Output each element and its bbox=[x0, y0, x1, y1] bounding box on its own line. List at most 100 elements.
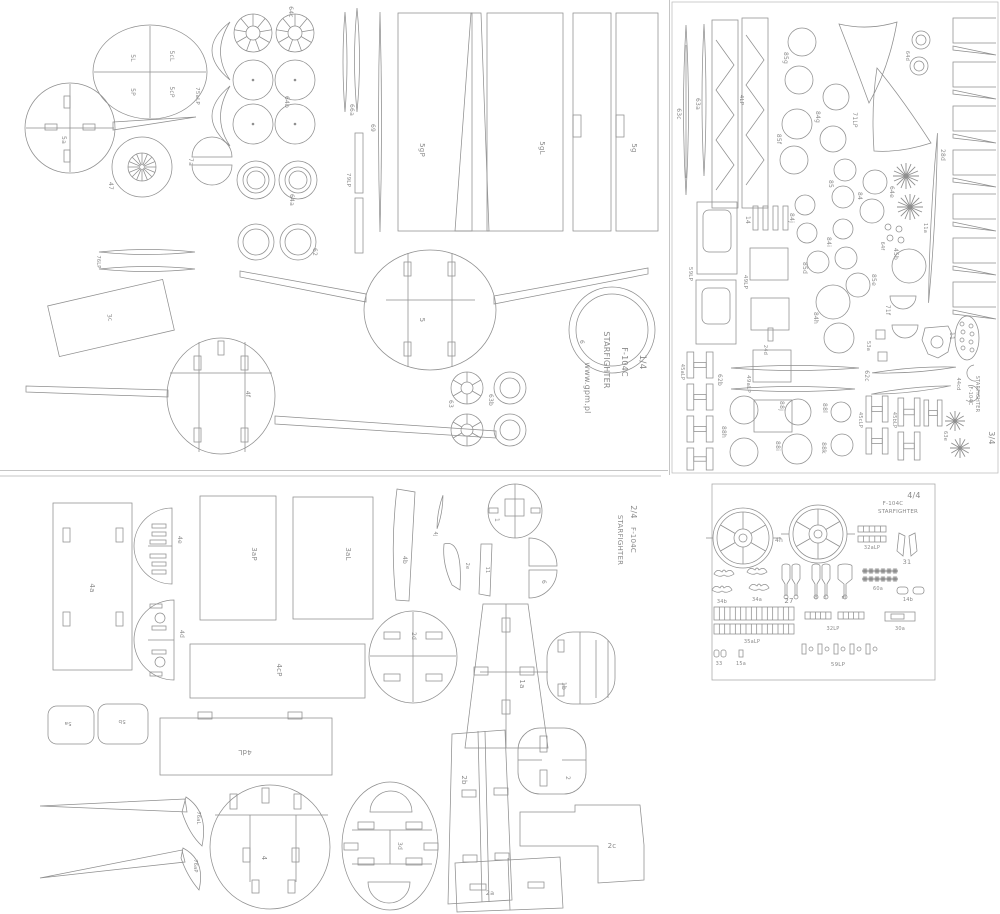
part-half bbox=[191, 136, 233, 158]
part-88i: 88i bbox=[774, 433, 813, 465]
svg-text:84: 84 bbox=[856, 192, 863, 200]
part-rect bbox=[701, 287, 731, 325]
part-poly bbox=[952, 133, 997, 144]
svg-text:64b: 64b bbox=[283, 96, 290, 108]
part-1a: 1a bbox=[464, 603, 549, 749]
part-rect bbox=[557, 639, 565, 653]
part-3aP: 3aP bbox=[199, 495, 277, 621]
part-88h: 88h bbox=[720, 426, 759, 467]
part-rect bbox=[504, 498, 525, 517]
part-rect bbox=[752, 205, 759, 231]
part-m: m bbox=[837, 563, 853, 601]
part-63b: 63b bbox=[487, 394, 527, 447]
part-4b: 4b bbox=[392, 488, 416, 602]
part-rect bbox=[151, 569, 167, 575]
svg-text:64d: 64d bbox=[904, 51, 910, 61]
svg-text:2a: 2a bbox=[486, 889, 495, 897]
part-76LP: 76LP bbox=[95, 256, 196, 272]
part-poly bbox=[952, 221, 997, 232]
part-circle bbox=[236, 160, 276, 200]
svg-text:85g: 85g bbox=[782, 52, 789, 64]
svg-text:4LP: 4LP bbox=[738, 95, 744, 106]
part-2/4: 2/4 bbox=[629, 505, 638, 518]
svg-text:4cP: 4cP bbox=[275, 663, 283, 676]
part-circle bbox=[833, 158, 857, 182]
part-84j: 84j bbox=[788, 213, 818, 244]
svg-text:59LP: 59LP bbox=[831, 662, 846, 668]
part-69: 69 bbox=[369, 11, 382, 233]
part-rect bbox=[749, 247, 789, 281]
part-30a: 30a bbox=[890, 613, 905, 632]
part-rect bbox=[469, 883, 487, 891]
part-rect bbox=[197, 711, 213, 720]
svg-text:45aLP: 45aLP bbox=[679, 364, 685, 380]
svg-text:2b: 2b bbox=[460, 775, 468, 785]
part-circle bbox=[822, 83, 850, 111]
part-circle bbox=[813, 529, 823, 539]
svg-text:6: 6 bbox=[578, 340, 585, 344]
svg-text:79LP: 79LP bbox=[345, 173, 351, 188]
svg-text:84h: 84h bbox=[812, 312, 819, 324]
part-4/4: 4/4 bbox=[907, 491, 920, 500]
part-circle bbox=[895, 225, 903, 233]
svg-text:F-104C: F-104C bbox=[620, 347, 629, 377]
part-71f: 71f bbox=[884, 305, 919, 339]
svg-text:62: 62 bbox=[311, 248, 318, 256]
part-rect bbox=[804, 611, 832, 620]
part-circle bbox=[960, 345, 966, 351]
part-rect bbox=[501, 699, 511, 715]
part-88l: 88l bbox=[821, 401, 852, 423]
svg-text:F-104C: F-104C bbox=[883, 501, 904, 507]
part-rect bbox=[63, 95, 71, 109]
svg-text:85d: 85d bbox=[801, 262, 808, 274]
svg-text:3d: 3d bbox=[396, 842, 403, 850]
svg-text:2/4: 2/4 bbox=[629, 505, 638, 518]
part-poly bbox=[921, 325, 953, 359]
svg-text:71LP: 71LP bbox=[851, 112, 858, 128]
svg-text:5a: 5a bbox=[60, 136, 67, 144]
part-47: 47 bbox=[107, 136, 173, 198]
part-circle bbox=[274, 103, 316, 145]
svg-text:76aP: 76aP bbox=[192, 859, 198, 872]
svg-text:85: 85 bbox=[827, 180, 834, 188]
part-60a: 60a bbox=[873, 576, 899, 592]
part-path bbox=[952, 149, 996, 176]
part-circle bbox=[275, 13, 315, 53]
part-H bbox=[897, 431, 921, 461]
part-rect bbox=[354, 132, 364, 194]
part-rect bbox=[817, 643, 823, 655]
part-rect bbox=[82, 123, 96, 131]
part-rect bbox=[713, 649, 720, 658]
part-84: 84 bbox=[856, 192, 885, 224]
part-STARFIGHTER: STARFIGHTER bbox=[602, 331, 611, 388]
part-path bbox=[94, 26, 206, 118]
svg-text:31: 31 bbox=[903, 558, 912, 566]
part-path bbox=[706, 533, 855, 539]
part-85: 85 bbox=[827, 180, 855, 209]
part-path bbox=[952, 61, 996, 88]
part-path bbox=[528, 537, 558, 567]
part-rect bbox=[702, 209, 732, 253]
part-path bbox=[477, 730, 490, 903]
svg-text:1/4: 1/4 bbox=[637, 354, 647, 369]
svg-text:28d: 28d bbox=[939, 149, 946, 161]
svg-text:84j: 84j bbox=[788, 213, 795, 223]
svg-text:63a: 63a bbox=[694, 98, 701, 110]
svg-text:4h: 4h bbox=[775, 537, 783, 544]
svg-text:3/4: 3/4 bbox=[987, 431, 996, 444]
part-rect bbox=[403, 341, 412, 357]
part-half bbox=[889, 295, 917, 310]
part-5g: 5g bbox=[615, 12, 659, 232]
part-rect bbox=[242, 847, 251, 863]
svg-text:6: 6 bbox=[540, 580, 547, 584]
part-moth bbox=[746, 567, 768, 575]
part-star bbox=[867, 576, 875, 582]
part-circle bbox=[288, 170, 308, 190]
part-rect bbox=[875, 329, 886, 340]
part-rect bbox=[403, 261, 412, 277]
part-3/4: 3/4 bbox=[987, 431, 996, 444]
part-circle bbox=[968, 323, 974, 329]
part-11: 11 bbox=[478, 543, 493, 597]
part-84h: 84h bbox=[812, 312, 855, 354]
